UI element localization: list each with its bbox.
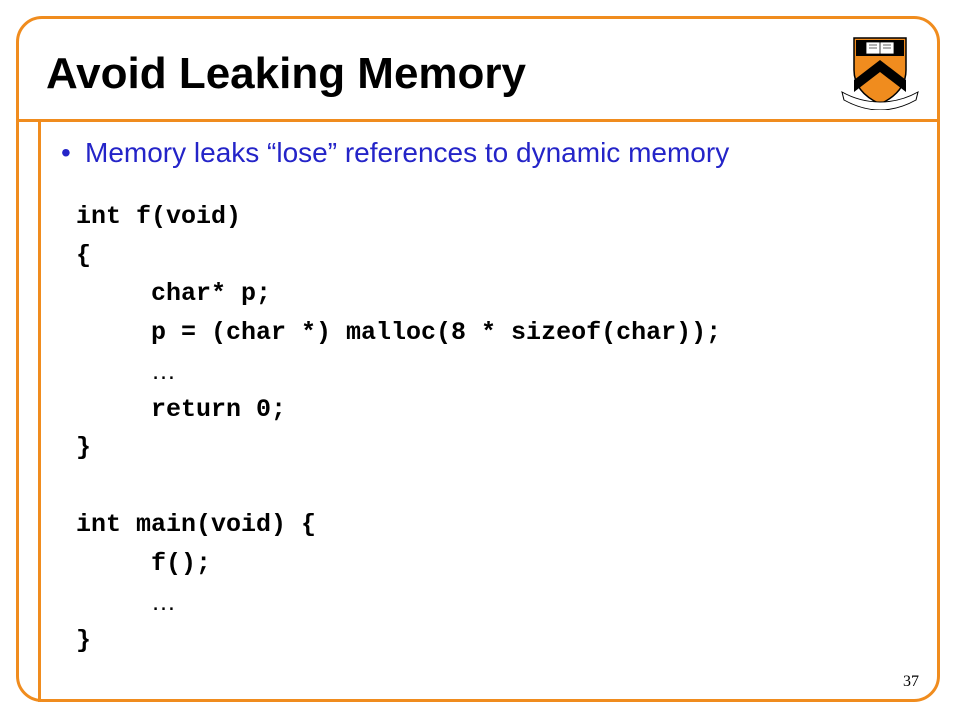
code-line: } xyxy=(76,433,92,462)
code-line: return 0; xyxy=(151,394,287,424)
code-line: p = (char *) malloc(8 * sizeof(char)); xyxy=(151,317,722,347)
code-line xyxy=(76,468,721,507)
code-line: … xyxy=(151,588,176,616)
code-line: int main(void) { xyxy=(76,510,317,539)
bullet-item: • Memory leaks “lose” references to dynam… xyxy=(61,136,729,170)
page-number: 37 xyxy=(903,673,919,690)
code-line: { xyxy=(76,240,92,270)
code-block: int f(void) { char* p; p = (char *) mall… xyxy=(76,198,721,660)
code-line: } xyxy=(76,625,92,655)
code-line: int f(void) xyxy=(76,202,242,231)
title-divider xyxy=(16,119,940,122)
bullet-marker: • xyxy=(61,137,71,168)
left-divider xyxy=(38,119,41,702)
code-line: char* p; xyxy=(151,279,272,308)
code-line: f(); xyxy=(151,548,212,578)
slide-frame xyxy=(16,16,940,702)
university-crest-logo xyxy=(841,37,919,110)
code-line: … xyxy=(151,357,176,385)
bullet-text: Memory leaks “lose” references to dynami… xyxy=(85,137,730,168)
slide-title: Avoid Leaking Memory xyxy=(46,49,527,98)
